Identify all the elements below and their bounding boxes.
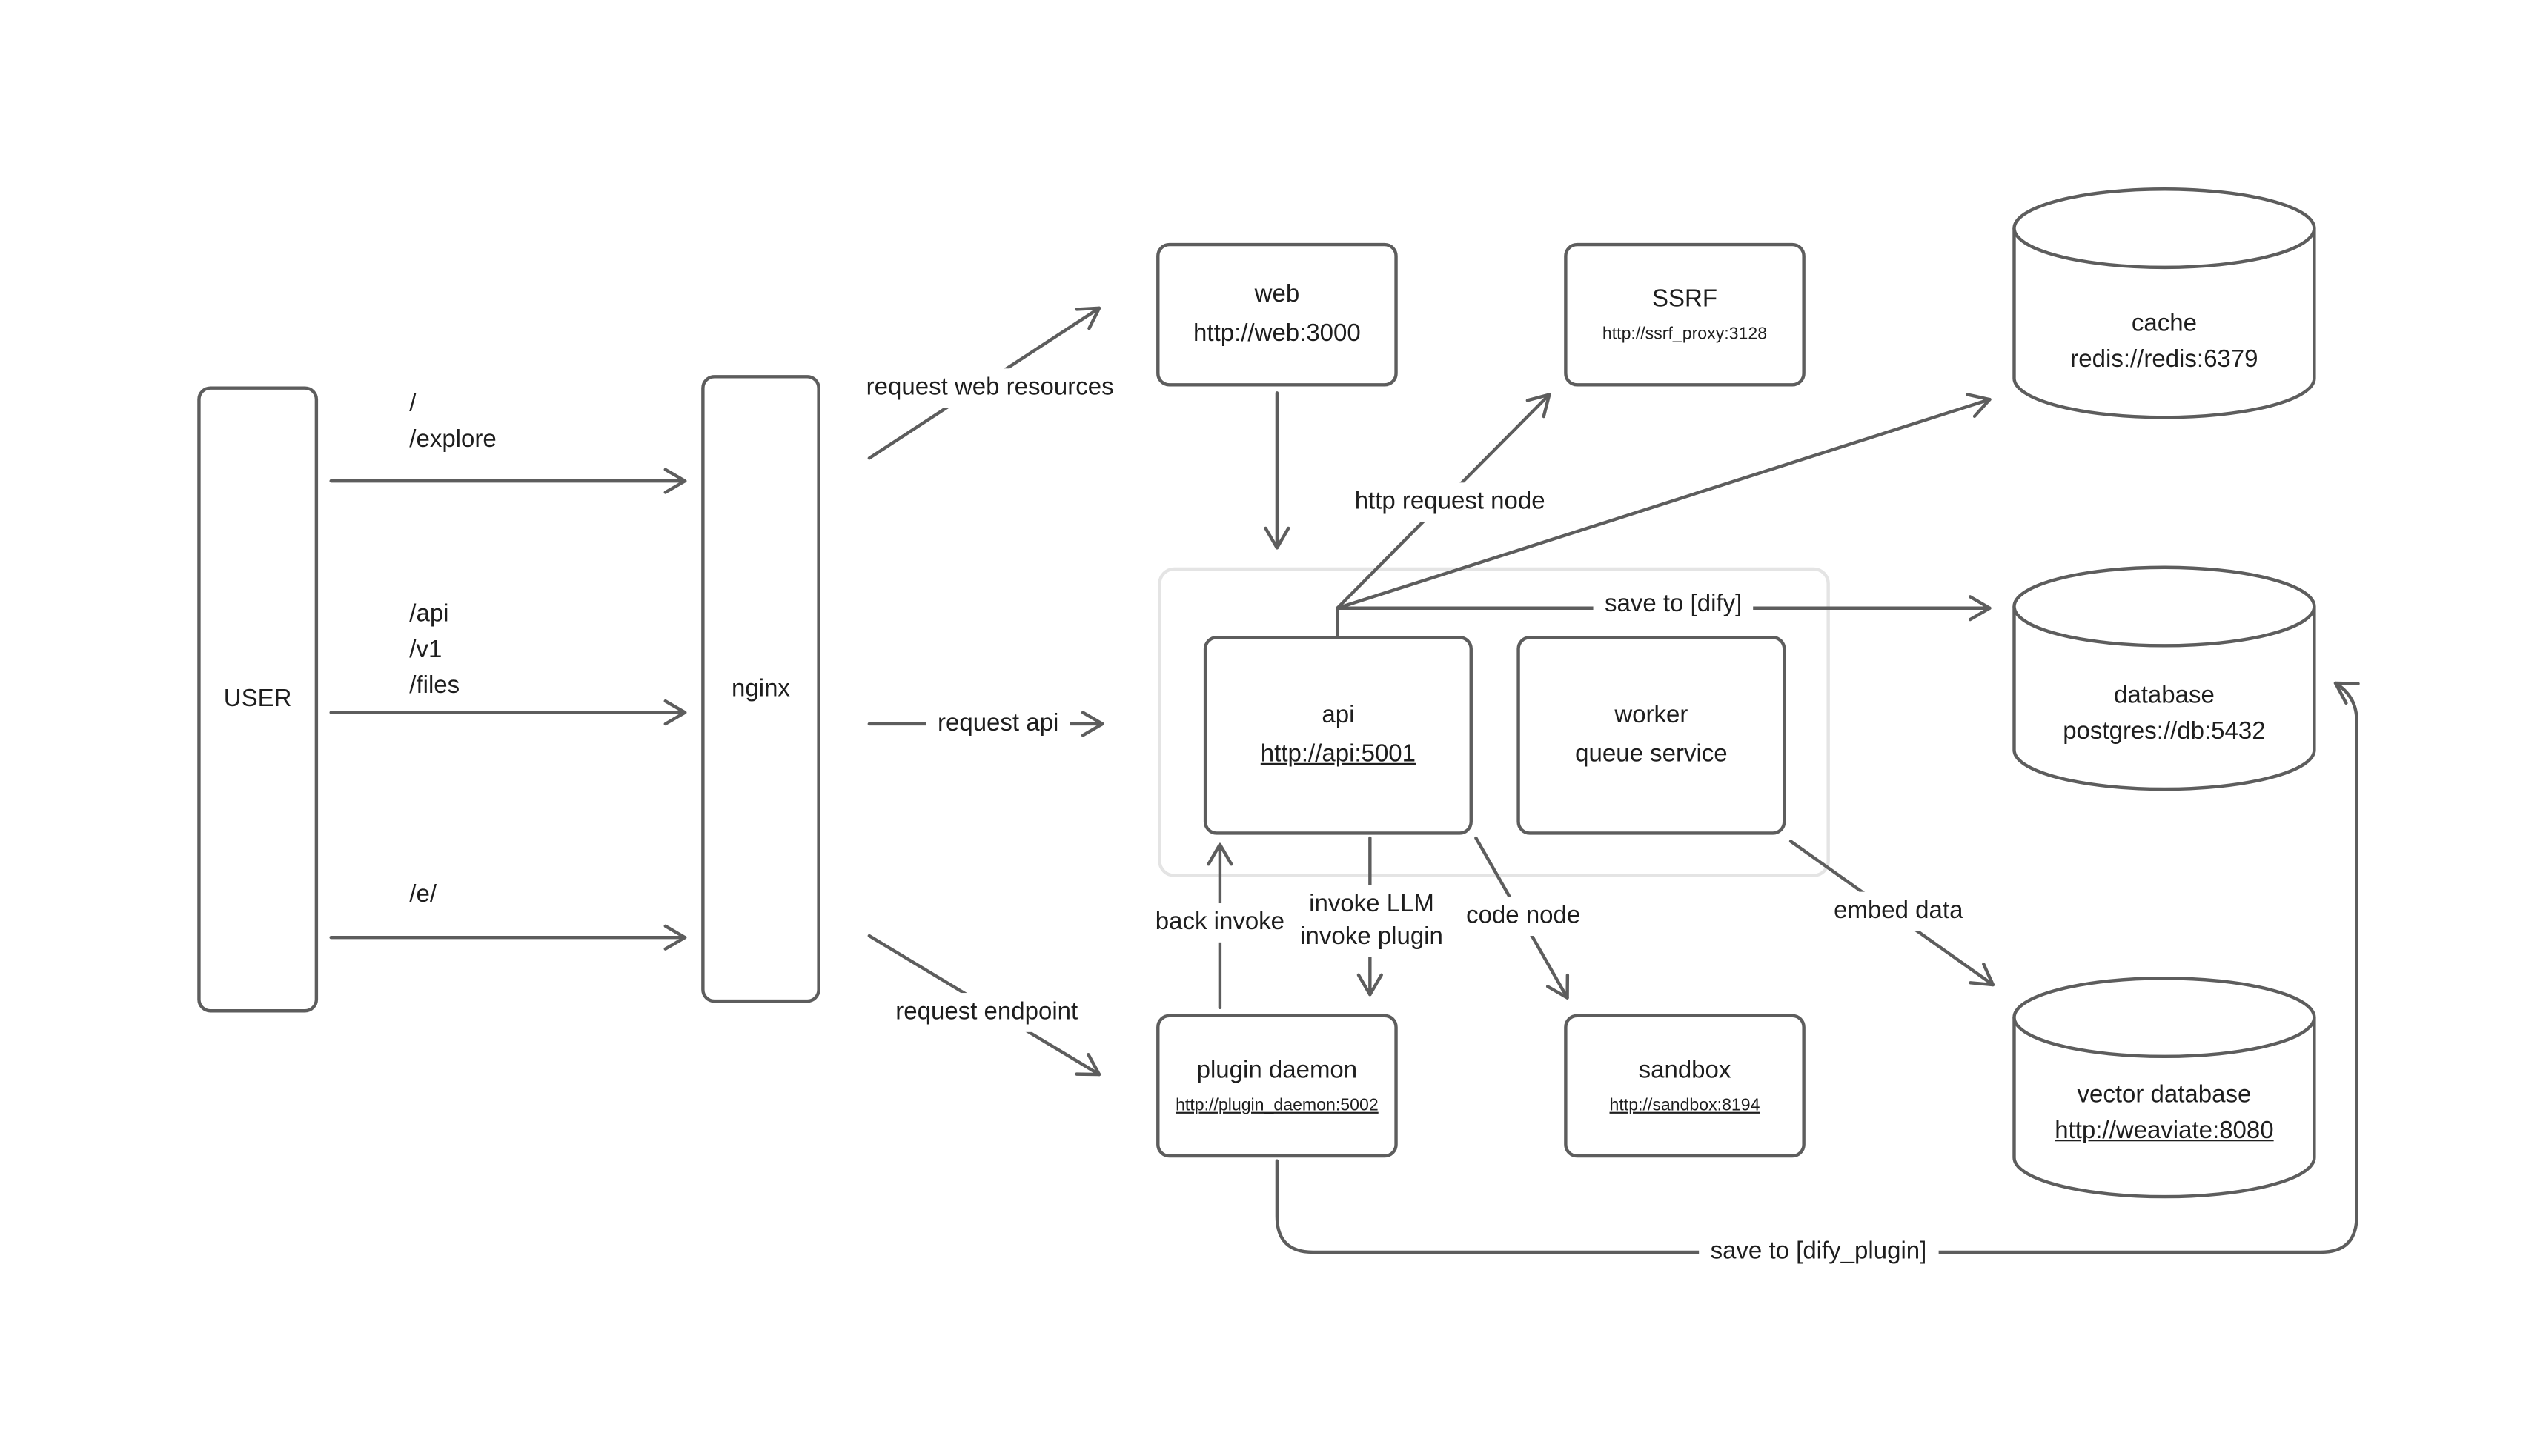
node-ssrf: SSRF http://ssrf_proxy:3128 [1564,242,1806,387]
node-cache-title: cache [2131,310,2197,338]
node-api: api http://api:5001 [1203,636,1473,835]
node-vector-database-title: vector database [2077,1080,2252,1109]
edge-label-invoke: invoke LLM invoke plugin [1288,885,1455,957]
edge-label-request-web-resources: request web resources [855,368,1126,408]
route-e: /e/ [409,880,437,908]
route-label-mid: /api /v1 /files [409,596,460,704]
node-plugin-daemon: plugin daemon http://plugin_daemon:5002 [1156,1014,1398,1158]
edge-label-back-invoke: back invoke [1144,903,1296,943]
route-explore: /explore [409,425,497,453]
node-database-url: postgres://db:5432 [2063,717,2266,745]
edge-label-http-request-node: http request node [1343,482,1557,522]
node-nginx-label: nginx [732,674,790,702]
node-plugin-daemon-title: plugin daemon [1196,1055,1358,1084]
node-cache-cylinder [2012,187,2316,419]
node-worker-title: worker [1614,701,1688,729]
node-cache-label: cache redis://redis:6379 [2001,307,2327,379]
node-web-url: http://web:3000 [1193,319,1361,348]
node-web: web http://web:3000 [1156,242,1398,387]
node-user: USER [197,386,319,1013]
node-ssrf-url: http://ssrf_proxy:3128 [1602,323,1768,344]
arrow-api-cache [1336,393,1992,610]
node-database-label: database postgres://db:5432 [2001,678,2327,750]
edge-label-code-node: code node [1454,897,1592,937]
route-v1: /v1 [409,636,442,664]
edge-label-save-to-dify-plugin: save to [dify_plugin] [1699,1232,1938,1272]
node-ssrf-title: SSRF [1651,284,1718,313]
node-sandbox: sandbox http://sandbox:8194 [1564,1014,1806,1158]
node-sandbox-url: http://sandbox:8194 [1609,1094,1760,1114]
node-sandbox-title: sandbox [1638,1055,1731,1084]
node-plugin-daemon-url: http://plugin_daemon:5002 [1176,1094,1379,1114]
arrow-plugin-daemon-database [1275,681,2360,1254]
edge-label-save-to-dify: save to [dify] [1593,585,1754,625]
node-nginx: nginx [701,375,820,1003]
node-user-label: USER [223,685,292,713]
node-api-url: http://api:5001 [1260,739,1416,768]
node-web-title: web [1254,280,1300,308]
route-label-top: / /explore [409,386,496,458]
node-cache-url: redis://redis:6379 [2070,345,2258,373]
node-api-title: api [1322,701,1355,729]
route-label-bottom: /e/ [409,877,437,913]
node-database-cylinder [2012,565,2316,791]
node-vector-database-url: http://weaviate:8080 [2055,1117,2274,1145]
edge-label-request-endpoint: request endpoint [883,993,1090,1032]
node-worker: worker queue service [1516,636,1786,835]
node-vector-database-label: vector database http://weaviate:8080 [2001,1077,2327,1149]
route-api: /api [409,599,449,628]
node-vector-database-cylinder [2012,977,2316,1199]
node-worker-subtitle: queue service [1575,739,1728,768]
edge-label-invoke-plugin: invoke plugin [1300,923,1443,951]
route-root: / [409,389,417,418]
edge-label-invoke-llm: invoke LLM [1309,890,1434,918]
route-files: /files [409,671,460,699]
node-database-title: database [2113,681,2215,710]
edge-label-embed-data: embed data [1822,891,1975,931]
edge-label-request-api: request api [926,704,1070,744]
